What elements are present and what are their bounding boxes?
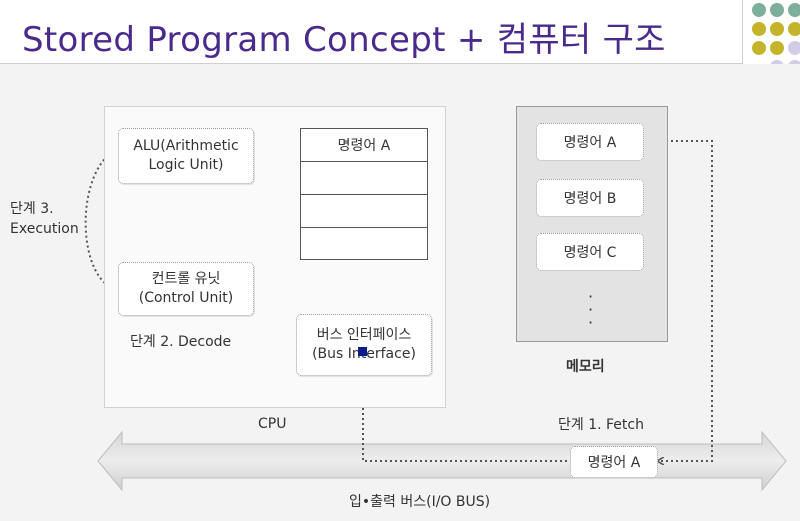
dot-teal bbox=[770, 3, 784, 17]
register-row: 명령어 A bbox=[301, 129, 427, 162]
memory-item: 명령어 C bbox=[536, 233, 644, 271]
io-bus-caption: 입•출력 버스(I/O BUS) bbox=[349, 494, 491, 510]
bus-interface-box: 버스 인터페이스 (Bus Interface) bbox=[296, 314, 432, 376]
control-unit-label-line1: 컨트롤 유닛 bbox=[151, 271, 221, 287]
alu-label-line2: Logic Unit) bbox=[148, 157, 224, 173]
control-unit-label-line2: (Control Unit) bbox=[138, 290, 234, 306]
memory-ellipsis: ··· bbox=[588, 287, 594, 332]
mouse-cursor-marker bbox=[358, 347, 367, 356]
execution-arrow bbox=[84, 152, 119, 291]
alu-label-line1: ALU(Arithmetic bbox=[133, 138, 239, 154]
register-row bbox=[301, 195, 427, 228]
register-row bbox=[301, 162, 427, 195]
dot-teal bbox=[752, 3, 766, 17]
title-divider bbox=[0, 63, 742, 64]
instruction-register-table: 명령어 A bbox=[300, 128, 428, 260]
header-vertical-divider bbox=[742, 0, 743, 100]
dot-olive bbox=[770, 41, 784, 55]
dot-lavender bbox=[788, 41, 800, 55]
memory-item: 명령어 A bbox=[536, 123, 644, 161]
bus-packet: 명령어 A bbox=[570, 446, 658, 478]
slide-title: Stored Program Concept + 컴퓨터 구조 bbox=[22, 20, 666, 60]
memory-item: 명령어 B bbox=[536, 179, 644, 217]
bus-interface-label-line1: 버스 인터페이스 bbox=[316, 327, 412, 343]
fetch-arrow bbox=[646, 140, 713, 461]
dot-teal bbox=[788, 3, 800, 17]
step3-label-line1: 단계 3. bbox=[10, 201, 54, 217]
dot-olive bbox=[752, 22, 766, 36]
register-row bbox=[301, 228, 427, 260]
step3-label-line2: Execution bbox=[10, 221, 79, 237]
alu-box: ALU(Arithmetic Logic Unit) bbox=[118, 128, 254, 184]
step2-label: 단계 2. Decode bbox=[130, 334, 232, 350]
dot-olive bbox=[788, 22, 800, 36]
step1-label: 단계 1. Fetch bbox=[558, 417, 644, 433]
dot-olive bbox=[770, 22, 784, 36]
dot-olive bbox=[752, 41, 766, 55]
memory-label: 메모리 bbox=[566, 359, 605, 375]
step3-label: 단계 3. Execution bbox=[10, 199, 79, 239]
cpu-label: CPU bbox=[258, 416, 287, 432]
control-unit-box: 컨트롤 유닛 (Control Unit) bbox=[118, 262, 254, 316]
